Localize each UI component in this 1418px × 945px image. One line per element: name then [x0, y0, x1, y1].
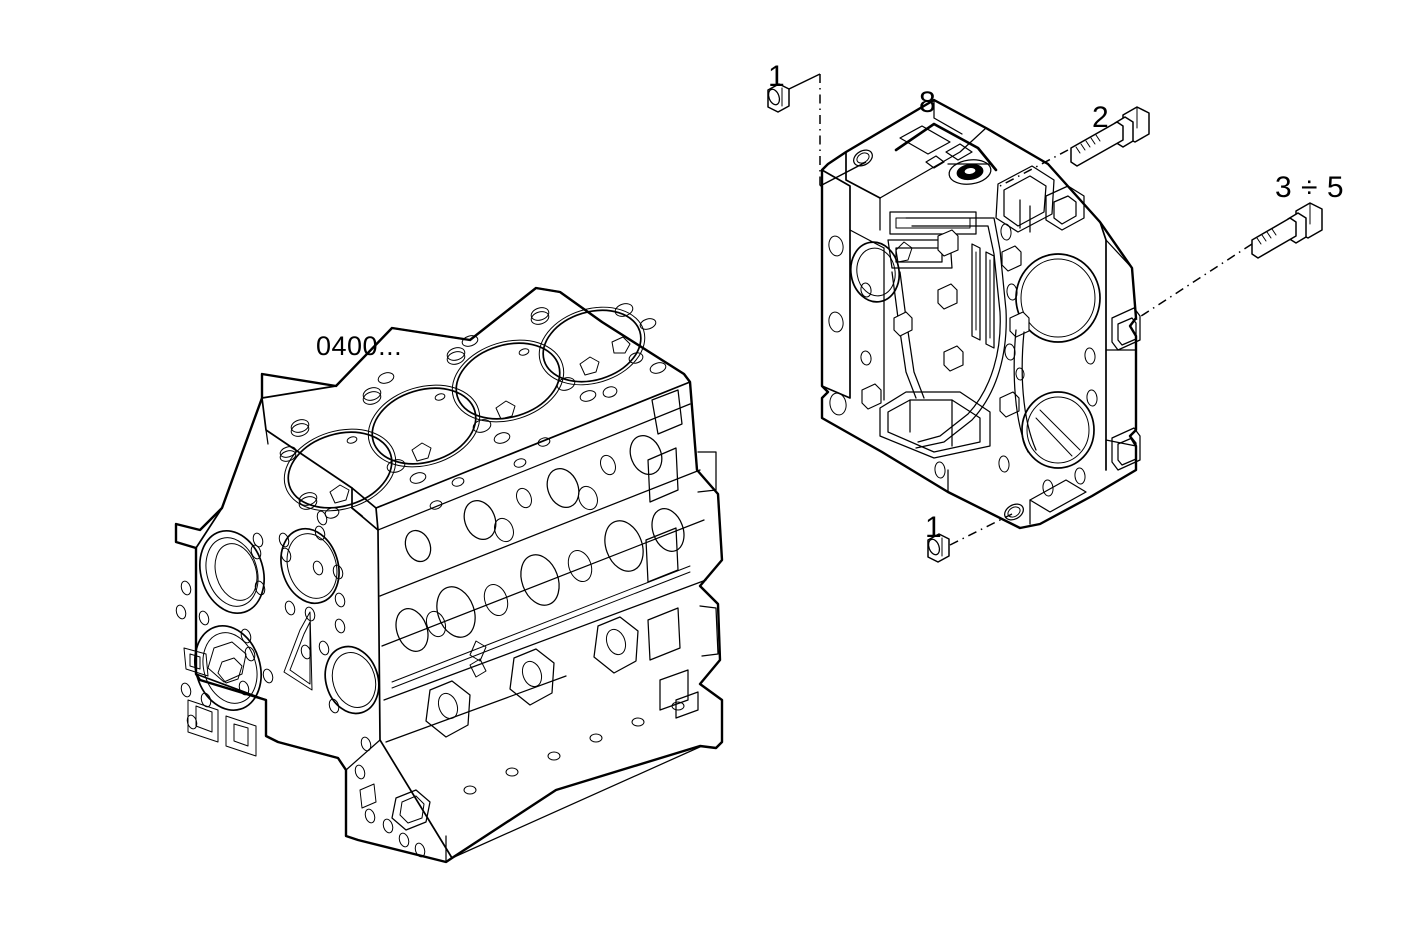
callout-8: 8 [919, 86, 937, 119]
leader-callout-1-bottom [949, 513, 1013, 546]
dowel-pin-top [767, 83, 790, 113]
leader-callout-2 [999, 149, 1069, 187]
block-group-number: 0400... [316, 331, 403, 361]
callout-1-top: 1 [768, 60, 786, 93]
hex-bolt-3-5 [1251, 202, 1323, 259]
callout-1-bottom: 1 [925, 511, 943, 544]
hex-bolt-2 [1070, 106, 1150, 167]
callout-3-to-5: 3 ÷ 5 [1275, 171, 1345, 204]
timing-gear-housing [820, 98, 1141, 530]
callout-2: 2 [1092, 101, 1110, 134]
cylinder-block [174, 286, 724, 864]
leader-callout-1-top [788, 73, 867, 187]
leader-callout-3-5 [1134, 243, 1253, 321]
dowel-pin-bottom [927, 533, 950, 563]
